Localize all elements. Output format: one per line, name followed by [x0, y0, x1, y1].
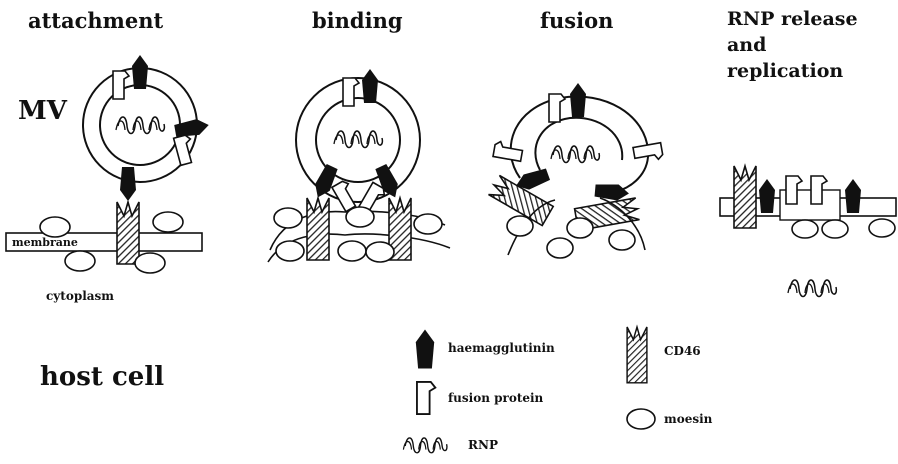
- haemagglutinin-down: [120, 167, 136, 201]
- moesin: [274, 208, 302, 228]
- rnp-coil: [788, 280, 836, 297]
- stage-title-rnp-release: RNP release and replication: [727, 6, 858, 84]
- moesin: [135, 253, 165, 273]
- haemagglutinin-top: [132, 55, 148, 89]
- stage-title-attachment: attachment: [28, 8, 163, 33]
- fusion-stage: [489, 83, 664, 258]
- host-cell-label: host cell: [40, 362, 164, 392]
- cd46-receptor: [734, 166, 756, 228]
- rnp-title-line: RNP release: [727, 6, 858, 32]
- legend-rnp-symbol: [403, 438, 447, 453]
- moesin: [507, 216, 533, 236]
- rnp-title-line: and: [727, 32, 858, 58]
- moesin: [567, 218, 593, 238]
- moesin: [346, 207, 374, 227]
- virus-label: MV: [18, 96, 67, 126]
- moesin: [338, 241, 366, 261]
- legend-cd46-symbol: [627, 327, 647, 383]
- cd46-receptor: [117, 202, 139, 264]
- moesin: [792, 220, 818, 238]
- rnp-release-stage: [720, 166, 896, 297]
- haemagglutinin-top: [362, 69, 378, 103]
- haemagglutinin: [845, 179, 861, 213]
- moesin: [65, 251, 95, 271]
- cd46-receptor: [307, 198, 329, 260]
- cytoplasm-label: cytoplasm: [46, 289, 114, 303]
- legend-label-haemagglutinin: haemagglutinin: [448, 341, 555, 355]
- legend-moesin-symbol: [627, 409, 655, 429]
- legend-label-moesin: moesin: [664, 412, 712, 426]
- moesin: [276, 241, 304, 261]
- stage-title-fusion: fusion: [540, 8, 613, 33]
- rnp-title-line: replication: [727, 58, 858, 84]
- haemagglutinin: [759, 179, 775, 213]
- moesin: [822, 220, 848, 238]
- moesin: [609, 230, 635, 250]
- binding-stage: [268, 69, 450, 262]
- moesin: [414, 214, 442, 234]
- membrane-label: membrane: [12, 236, 78, 249]
- moesin: [40, 217, 70, 237]
- moesin: [366, 242, 394, 262]
- legend-label-fusion-protein: fusion protein: [448, 391, 543, 405]
- legend-label-cd46: CD46: [664, 344, 701, 358]
- moesin: [869, 219, 895, 237]
- moesin: [547, 238, 573, 258]
- moesin: [153, 212, 183, 232]
- haemagglutinin-top: [570, 83, 586, 117]
- legend-fusion-protein-symbol: [417, 382, 435, 414]
- stage-title-binding: binding: [312, 8, 403, 33]
- legend-haemagglutinin-symbol: [416, 329, 434, 368]
- legend-label-rnp: RNP: [468, 438, 498, 452]
